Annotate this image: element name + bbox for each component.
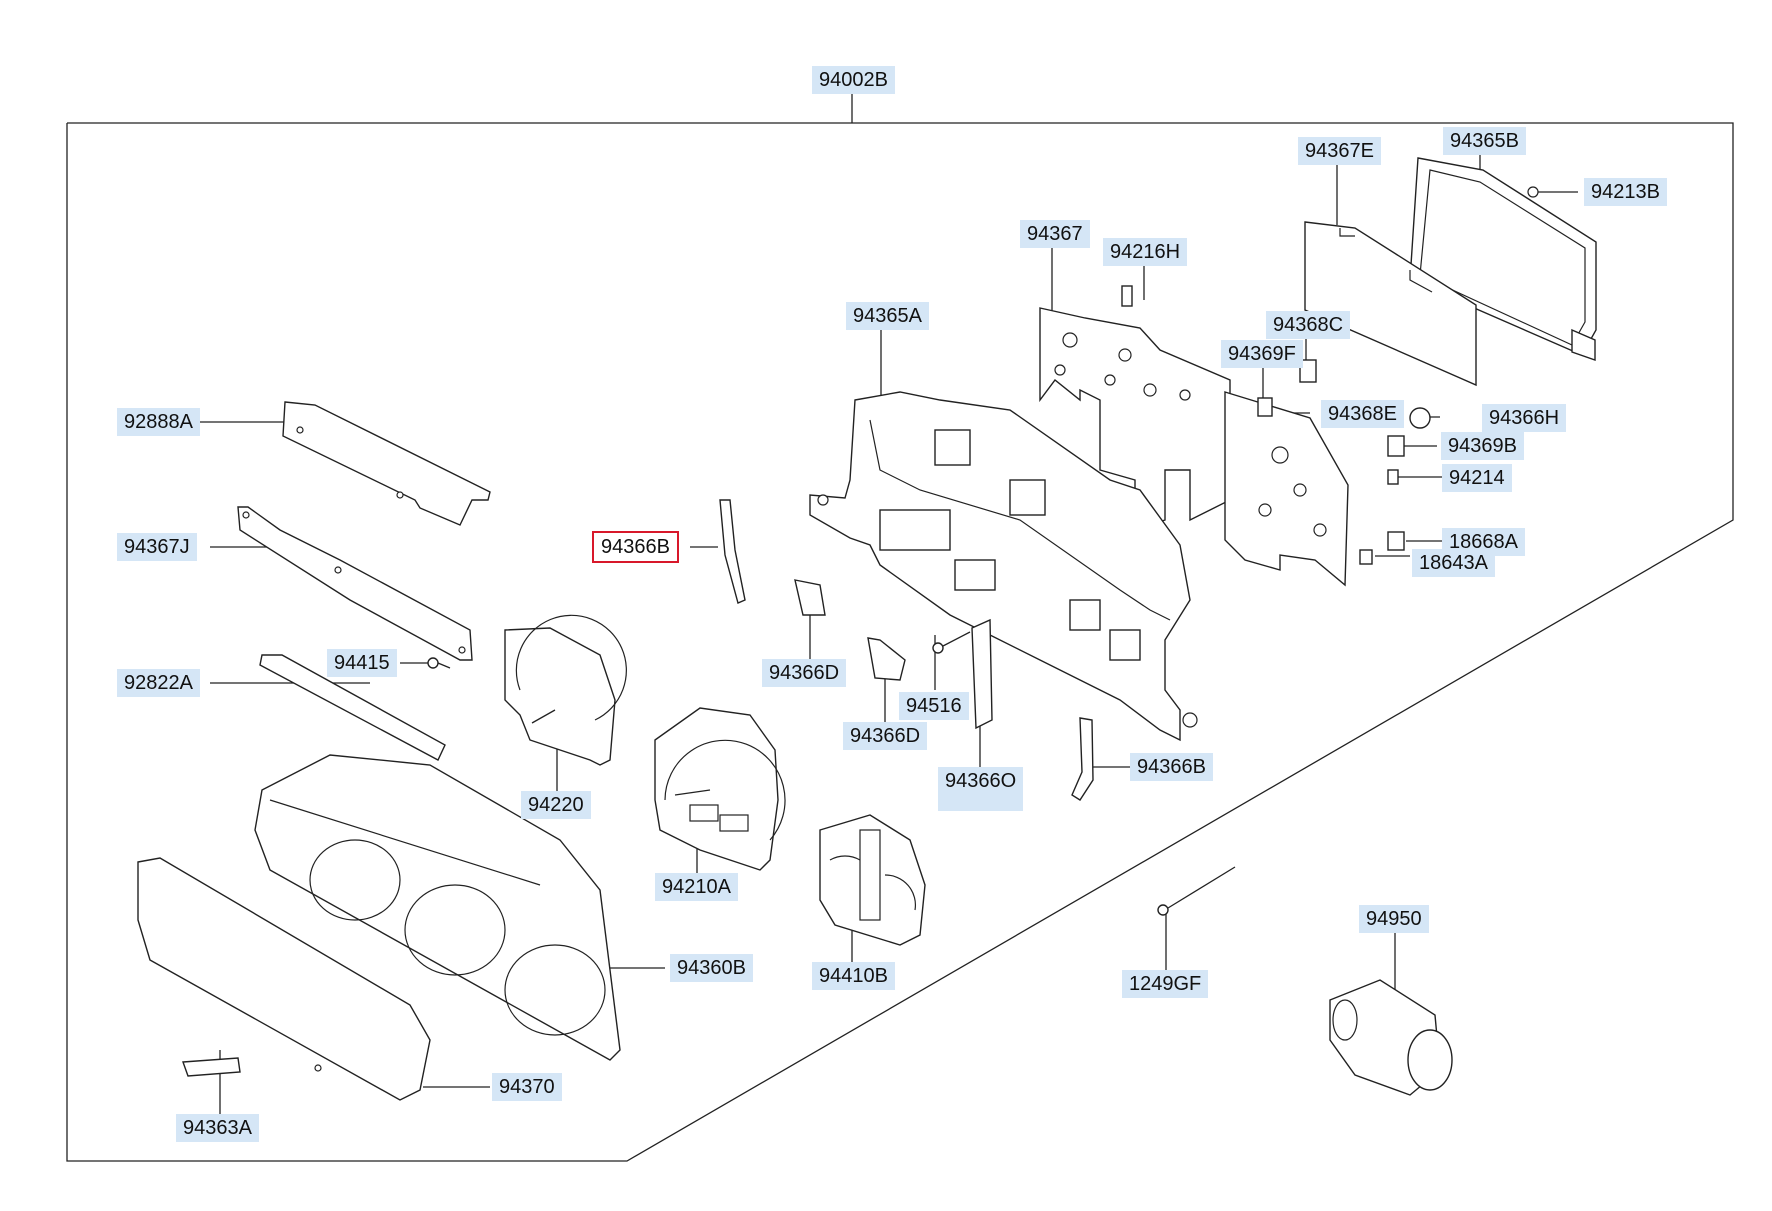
label-94002b-assembly[interactable]: 94002B bbox=[812, 66, 895, 94]
label-94214[interactable]: 94214 bbox=[1442, 464, 1512, 492]
label-1249gf[interactable]: 1249GF bbox=[1122, 970, 1209, 998]
label-94220[interactable]: 94220 bbox=[521, 791, 591, 819]
part-92822a-strip bbox=[259, 654, 446, 761]
part-94410b-fuel-temp-dial bbox=[819, 814, 926, 946]
part-94366o-bar bbox=[971, 618, 993, 730]
part-94366d-plate-b bbox=[867, 637, 906, 681]
label-94369b[interactable]: 94369B bbox=[1441, 432, 1524, 460]
part-92888a-bracket bbox=[282, 401, 491, 526]
label-94366b-selected[interactable]: 94366B bbox=[592, 531, 679, 563]
label-94368c[interactable]: 94368C bbox=[1266, 311, 1351, 339]
label-94950[interactable]: 94950 bbox=[1359, 905, 1429, 933]
assembly-frame bbox=[66, 94, 1734, 1162]
part-94210a-speedo-dial bbox=[654, 707, 786, 871]
part-94367j-plate bbox=[237, 506, 473, 661]
label-94368e[interactable]: 94368E bbox=[1321, 400, 1404, 428]
label-94366d-a[interactable]: 94366D bbox=[762, 659, 847, 687]
part-94360b-housing bbox=[254, 754, 621, 1061]
part-94516-screw bbox=[932, 631, 971, 654]
part-94415-screw bbox=[427, 657, 451, 669]
label-94370[interactable]: 94370 bbox=[492, 1073, 562, 1101]
part-94367e-filter bbox=[1304, 221, 1477, 387]
label-94366b-bottom[interactable]: 94366B bbox=[1130, 753, 1213, 781]
label-94216h[interactable]: 94216H bbox=[1103, 238, 1188, 266]
label-94410b[interactable]: 94410B bbox=[812, 962, 895, 990]
part-94363a-tag bbox=[182, 1057, 241, 1077]
label-94367[interactable]: 94367 bbox=[1020, 220, 1090, 248]
label-94366o[interactable]: 94366O bbox=[938, 767, 1024, 811]
part-bulbs-and-screws bbox=[1121, 285, 1431, 565]
label-94366d-b[interactable]: 94366D bbox=[843, 722, 928, 750]
part-94366b-clip-top bbox=[719, 499, 746, 604]
label-94367e[interactable]: 94367E bbox=[1298, 137, 1381, 165]
part-1249gf-bolt bbox=[1157, 866, 1236, 916]
part-94367-circuit-board bbox=[1039, 307, 1349, 587]
part-94950-sensor bbox=[1329, 979, 1453, 1096]
part-94366b-clip-bottom bbox=[1071, 717, 1094, 801]
label-18643a[interactable]: 18643A bbox=[1412, 549, 1495, 577]
label-94365b[interactable]: 94365B bbox=[1443, 127, 1526, 155]
part-94365a-case bbox=[809, 391, 1198, 742]
part-94220-tach-dial bbox=[504, 614, 627, 766]
label-92888a[interactable]: 92888A bbox=[117, 408, 200, 436]
label-94369f[interactable]: 94369F bbox=[1221, 340, 1303, 368]
part-94365b-rear-cover bbox=[1409, 157, 1597, 361]
label-94210a[interactable]: 94210A bbox=[655, 873, 738, 901]
part-94370-front-lens bbox=[137, 857, 431, 1101]
label-92822a[interactable]: 92822A bbox=[117, 669, 200, 697]
label-94360b[interactable]: 94360B bbox=[670, 954, 753, 982]
label-94363a[interactable]: 94363A bbox=[176, 1114, 259, 1142]
label-94415[interactable]: 94415 bbox=[327, 649, 397, 677]
label-94365a[interactable]: 94365A bbox=[846, 302, 929, 330]
label-94367j[interactable]: 94367J bbox=[117, 533, 197, 561]
label-94516[interactable]: 94516 bbox=[899, 692, 969, 720]
label-94366h[interactable]: 94366H bbox=[1482, 404, 1567, 432]
part-94366d-plate-a bbox=[794, 579, 826, 616]
label-94213b[interactable]: 94213B bbox=[1584, 178, 1667, 206]
